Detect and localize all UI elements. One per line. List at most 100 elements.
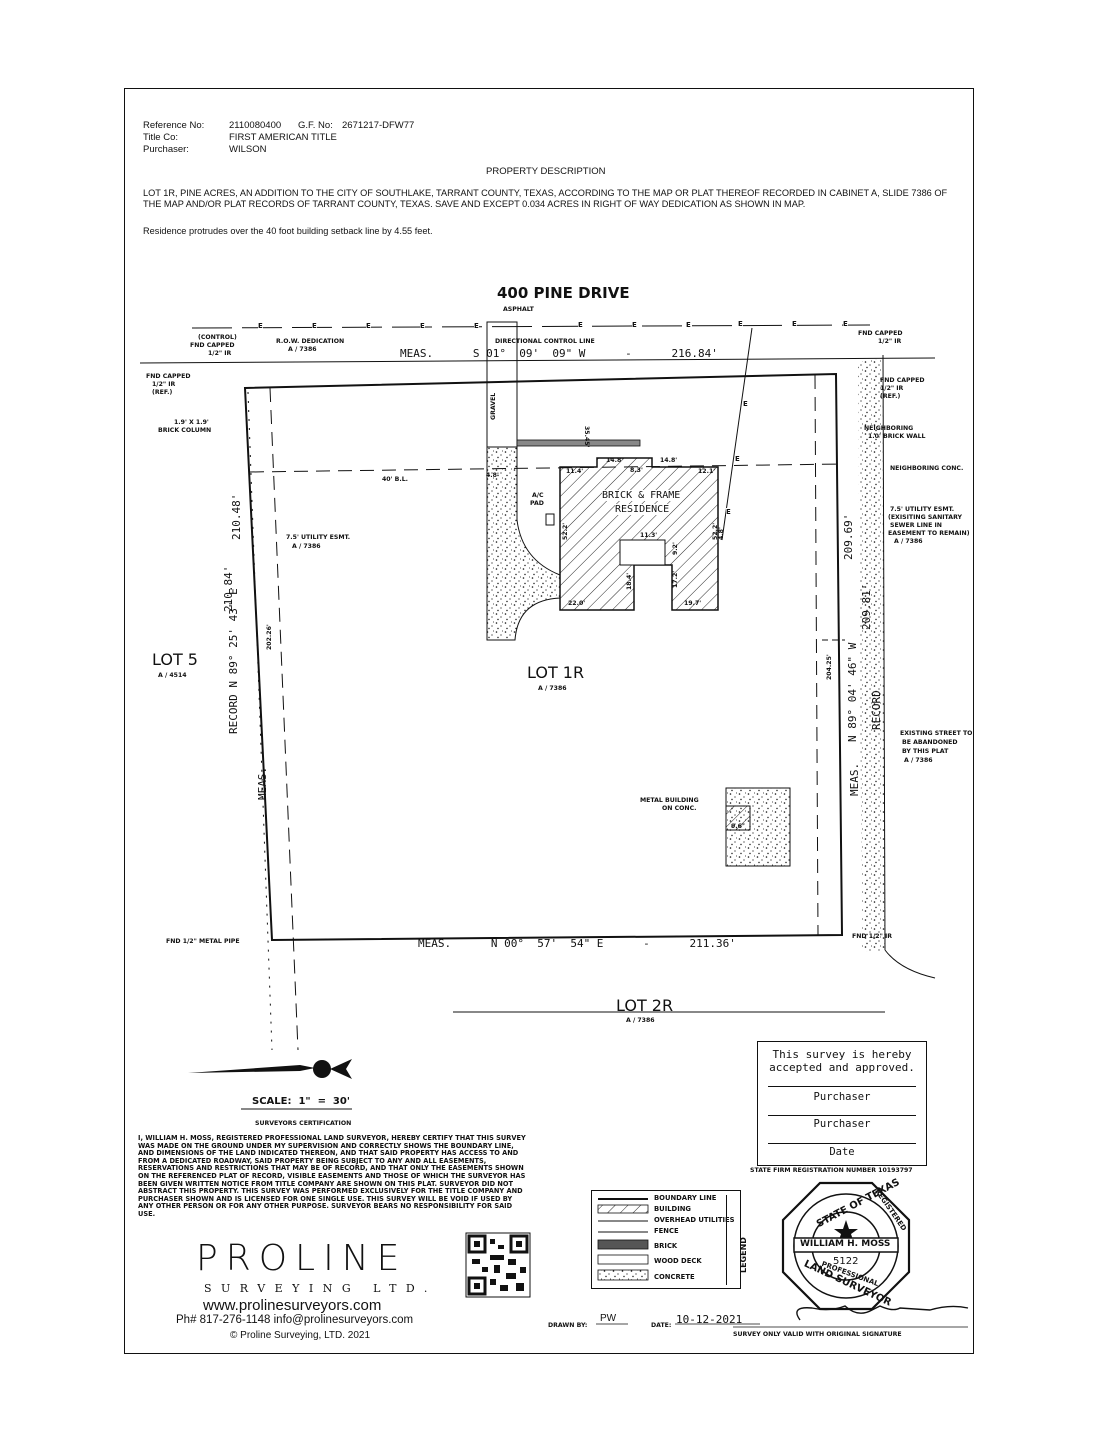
east-easement-line <box>814 374 819 936</box>
surveyor-certification: I, WILLIAM H. MOSS, REGISTERED PROFESSIO… <box>138 1134 526 1218</box>
utility-marker: E <box>843 320 848 328</box>
description-body: LOT 1R, PINE ACRES, AN ADDITION TO THE C… <box>143 188 948 209</box>
legend-boundary: BOUNDARY LINE <box>654 1194 717 1202</box>
qr-code <box>465 1232 531 1298</box>
legend-building: BUILDING <box>654 1205 691 1213</box>
utility-marker: E <box>578 321 583 329</box>
ac-label: A/C <box>532 492 544 499</box>
neighbor-concrete <box>858 358 885 952</box>
north-bearing: MEAS. S 01° 09' 09" W - 216.84' <box>400 347 718 360</box>
acceptance-heading: This survey is hereby accepted and appro… <box>758 1048 926 1074</box>
dim-52-2-left: 52.2' <box>562 522 569 540</box>
metal-building-inner <box>725 805 751 831</box>
residence-footprint <box>559 457 719 611</box>
sanitary-1: 7.5' UTILITY ESMT. <box>890 506 955 513</box>
north-arrow-tail-icon <box>330 1059 352 1079</box>
fnd-capped-ref-ir: 1/2" IR <box>152 381 176 388</box>
purchaser-value: WILSON <box>229 144 267 155</box>
acceptance-line <box>768 1086 916 1087</box>
legend-concrete: CONCRETE <box>654 1273 695 1281</box>
sanitary-3: SEWER LINE IN <box>890 522 942 529</box>
neighboring-conc: NEIGHBORING CONC. <box>890 465 964 472</box>
utility-marker: E <box>312 322 317 330</box>
signature <box>796 1305 969 1321</box>
residence-label-2: RESIDENCE <box>615 504 670 515</box>
dim-18-4: 18.4' <box>626 572 633 590</box>
west-meas-label: MEAS. <box>256 766 269 800</box>
street-abandon-2: BE ABANDONED <box>902 739 958 746</box>
lot2r-ref: A / 7386 <box>626 1017 655 1024</box>
dim-14-8-right: 14.8' <box>660 457 678 464</box>
fnd-capped-ref: FND CAPPED <box>146 373 191 380</box>
residence-label: BRICK & FRAME <box>602 490 681 501</box>
dim-4-8: 4.8' <box>486 472 499 479</box>
firm-registration: STATE FIRM REGISTRATION NUMBER 10193797 <box>750 1167 913 1174</box>
north-arrow-icon <box>188 1065 315 1073</box>
bl-label: 40' B.L. <box>382 476 409 483</box>
fnd-capped-r-ir: 1/2" IR <box>880 385 904 392</box>
east-209-69: 209.69' <box>842 513 855 560</box>
util-esmt-left-ref: A / 7386 <box>292 543 321 550</box>
dim-17-2: 17.2' <box>672 570 679 588</box>
dim-11-3: 11.3' <box>640 532 658 539</box>
acceptance-line <box>768 1143 916 1144</box>
cert-heading: SURVEYORS CERTIFICATION <box>255 1120 352 1127</box>
dim-8-3: 8.3' <box>630 467 643 474</box>
sanitary-5: A / 7386 <box>894 538 923 545</box>
legend-overhead: OVERHEAD UTILITIES <box>654 1216 735 1224</box>
utility-marker: E <box>738 320 743 328</box>
util-esmt-left: 7.5' UTILITY ESMT. <box>286 534 351 541</box>
dim-12-1: 12.1' <box>698 468 716 475</box>
brick-strip <box>516 439 641 447</box>
control-label: (CONTROL) <box>198 334 237 341</box>
date-signature: Date <box>829 1146 855 1158</box>
dim-14-8-left: 14.8' <box>606 457 624 464</box>
lot1r-label: LOT 1R <box>527 663 585 682</box>
control-ir: 1/2" IR <box>208 350 232 357</box>
fnd-capped-tr-ir: 1/2" IR <box>878 338 902 345</box>
overhead-utility-line <box>191 324 871 329</box>
sanitary-2: (EXISITING SANITARY <box>888 514 962 521</box>
utility-marker: E <box>792 320 797 328</box>
acceptance-heading-1: This survey is hereby <box>772 1048 912 1061</box>
west-easement-line <box>269 387 299 1051</box>
directional-line: DIRECTIONAL CONTROL LINE <box>495 338 595 345</box>
company-website: www.prolinesurveyors.com <box>203 1297 382 1314</box>
title-co-label: Title Co: <box>143 132 179 143</box>
description-heading: PROPERTY DESCRIPTION <box>486 166 606 177</box>
setback-note: Residence protrudes over the 40 foot bui… <box>143 226 433 236</box>
company-subtitle: SURVEYING LTD. <box>204 1282 437 1295</box>
street-name: 400 PINE DRIVE <box>497 284 630 302</box>
reference-label: Reference No: <box>143 120 205 131</box>
brick-column-label: BRICK COLUMN <box>158 427 212 434</box>
west-record-distance: 210.48' <box>230 493 243 540</box>
street-edge-right <box>882 354 886 951</box>
lot1r-ref: A / 7386 <box>538 685 567 692</box>
metal-building-label: METAL BUILDING <box>640 797 699 804</box>
fnd-capped-r: FND CAPPED <box>880 377 925 384</box>
setback-line <box>249 463 843 473</box>
row-dedication: R.O.W. DEDICATION <box>276 338 345 345</box>
overhead-diagonal <box>721 327 753 541</box>
road-edge-top <box>139 357 936 364</box>
drawn-by-value: PW <box>600 1313 617 1324</box>
ac-pad <box>545 513 555 526</box>
fnd-capped-tr: FND CAPPED <box>858 330 903 337</box>
metal-building <box>725 787 791 867</box>
ac-pad-label: PAD <box>530 500 544 507</box>
north-arrow-head-icon <box>313 1060 331 1078</box>
dim-19-7: 19.7' <box>684 600 702 607</box>
setback-dim: 35.45' <box>583 426 590 448</box>
fnd-ir-se: FND 1/2" IR <box>852 933 893 940</box>
scale-label: SCALE: 1" = 30' <box>252 1096 350 1107</box>
legend-wood-deck: WOOD DECK <box>654 1257 702 1265</box>
purchaser-label: Purchaser: <box>143 144 189 155</box>
dim-9-2: 9.2' <box>672 542 679 555</box>
sanitary-4: EASEMENT TO REMAIN) <box>888 530 970 537</box>
valid-note: SURVEY ONLY VALID WITH ORIGINAL SIGNATUR… <box>733 1331 902 1338</box>
utility-marker: E <box>686 321 691 329</box>
street-abandon-3: BY THIS PLAT <box>902 748 949 755</box>
west-fence <box>247 391 273 1051</box>
utility-marker: E <box>366 322 371 330</box>
